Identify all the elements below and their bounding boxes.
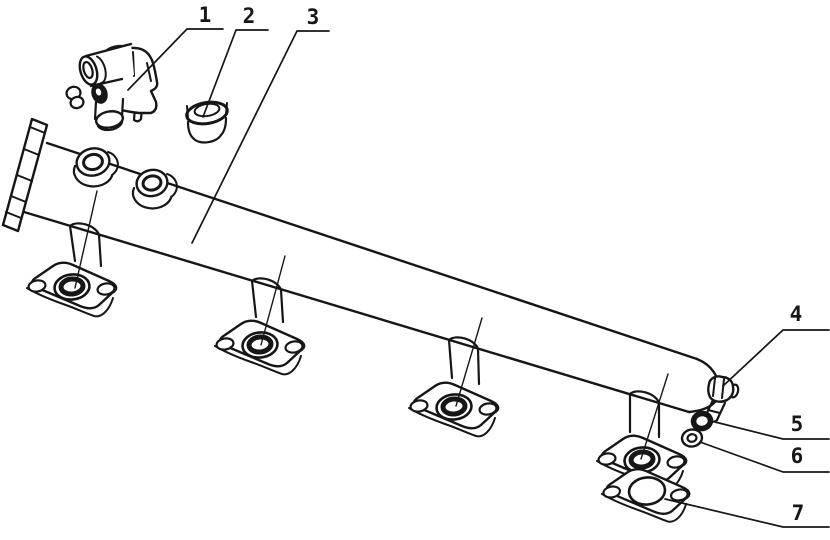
callout-7: 7 <box>664 498 830 528</box>
axis-lines <box>74 190 669 460</box>
injector-cup-tube-4 <box>628 390 661 439</box>
washer <box>680 428 704 448</box>
callout-label-1: 1 <box>199 3 212 27</box>
valve-knob-lower <box>69 95 85 110</box>
injector-cup-tube-1 <box>68 222 103 268</box>
callout-label-7: 7 <box>792 501 805 525</box>
pressure-valve <box>65 42 159 132</box>
leader-line-3 <box>191 30 330 244</box>
axis-line-4 <box>640 373 669 460</box>
leader-line-7 <box>664 498 830 528</box>
leader-line-6 <box>699 441 830 473</box>
injector-cup-tube-3 <box>447 336 481 386</box>
callout-label-4: 4 <box>790 302 803 326</box>
cap-nut <box>185 100 229 144</box>
injector-flange-1 <box>27 263 116 317</box>
leader-line-2 <box>202 29 269 118</box>
callout-label-3: 3 <box>307 5 320 29</box>
callout-label-2: 2 <box>243 4 256 28</box>
callout-4: 4 <box>722 302 830 387</box>
valve-seal-ring-dark <box>91 83 108 104</box>
leader-line-5 <box>710 420 830 440</box>
injector-flange-2 <box>215 321 304 375</box>
mounting-bracket <box>1 117 49 233</box>
valve-lower-cylinder <box>93 97 125 132</box>
callout-label-6: 6 <box>791 444 804 468</box>
injector-port-boss-2 <box>131 168 178 210</box>
seal-ring <box>690 410 714 432</box>
injector-cup-tube-2 <box>250 277 285 324</box>
injector-port-boss-1 <box>72 147 119 188</box>
rail-bottom-edge <box>22 210 691 414</box>
fuel-rail-body <box>22 141 721 414</box>
callout-5: 5 <box>710 412 830 440</box>
axis-line-3 <box>455 317 483 407</box>
callout-label-5: 5 <box>791 412 804 436</box>
gasket <box>600 468 691 523</box>
leader-line-1 <box>127 28 224 91</box>
axis-line-1 <box>74 190 98 289</box>
axis-line-2 <box>260 255 286 346</box>
callout-3: 3 <box>191 5 330 244</box>
leader-line-4 <box>722 329 830 387</box>
callout-6: 6 <box>699 441 830 473</box>
injector-flange-3 <box>409 383 498 437</box>
callout-1: 1 <box>127 3 224 91</box>
callout-2: 2 <box>202 4 269 118</box>
